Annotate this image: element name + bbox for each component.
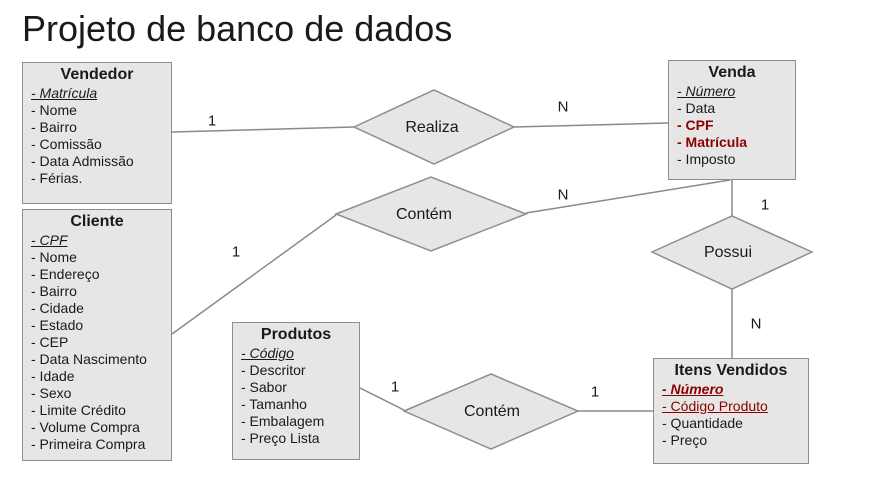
cardinality-possui-itens: N [750,315,762,333]
cardinality-realiza-vendedor: 1 [207,112,217,130]
entity-vendedor-title: Vendedor [60,66,134,83]
entity-produtos: Produtos - Código - Descritor - Sabor - … [232,322,360,460]
relationship-realiza-label: Realiza [405,119,459,136]
entity-cliente-attribute: - CPF [31,232,68,248]
link-produtos-contem [359,387,405,411]
relationship-contem-produtos-label: Contém [463,403,521,420]
entity-produtos-attribute: - Preço Lista [241,430,320,446]
entity-cliente-attribute: - CEP [31,334,69,350]
cardinality-contem-venda: N [557,186,569,204]
entity-produtos-attribute: - Embalagem [241,413,325,429]
entity-cliente-attribute: - Volume Compra [31,419,140,435]
relationship-possui-diamond [650,215,814,290]
page-title: Projeto de banco de dados [22,8,453,49]
entity-itens-vendidos-attribute: - Quantidade [662,415,743,431]
entity-itens-vendidos: Itens Vendidos - Número - Código Produto… [653,358,809,464]
entity-cliente-attribute: - Primeira Compra [31,436,146,452]
link-contem-venda [525,179,731,214]
entity-cliente: Cliente - CPF - Nome - Endereço - Bairro… [22,209,172,461]
link-vendedor-realiza [171,126,355,133]
entity-itens-vendidos-attribute: - Preço [662,432,708,448]
relationship-contem-produtos-diamond [402,373,580,450]
entity-cliente-attribute: - Limite Crédito [31,402,126,418]
link-realiza-venda [513,122,669,128]
entity-cliente-title: Cliente [70,213,124,230]
entity-cliente-attribute: - Data Nascimento [31,351,147,367]
cardinality-realiza-venda: N [557,98,569,116]
entity-venda-attribute: - Número [677,83,736,99]
entity-vendedor-attribute: - Férias. [31,170,83,186]
entity-vendedor-attribute: - Nome [31,102,77,118]
entity-vendedor-attribute: - Data Admissão [31,153,134,169]
entity-vendedor-attribute: - Comissão [31,136,102,152]
entity-itens-vendidos-attribute: - Código Produto [662,398,768,414]
link-cliente-contem [171,214,337,335]
entity-cliente-attribute: - Sexo [31,385,72,401]
relationship-contem-cliente-diamond [333,176,529,252]
entity-venda: Venda - Número - Data - CPF - Matrícula … [668,60,796,180]
entity-cliente-attribute: - Idade [31,368,75,384]
entity-cliente-attribute: - Endereço [31,266,100,282]
relationship-realiza-diamond [352,89,516,165]
relationship-contem-cliente-label: Contém [395,206,453,223]
cardinality-contem-cliente: 1 [231,243,241,261]
entity-venda-attribute: - Matrícula [677,134,748,150]
entity-venda-title: Venda [708,64,756,81]
entity-cliente-attribute: - Nome [31,249,77,265]
cardinality-contem-produtos: 1 [390,378,400,396]
entity-vendedor-attribute: - Matrícula [31,85,98,101]
entity-produtos-attribute: - Código [241,345,294,361]
entity-itens-vendidos-attribute: - Número [662,381,724,397]
entity-venda-attribute: - Data [677,100,716,116]
entity-cliente-attribute: - Bairro [31,283,77,299]
cardinality-possui-venda: 1 [760,196,770,214]
cardinality-contem-itens: 1 [590,383,600,401]
entity-itens-vendidos-title: Itens Vendidos [674,362,788,379]
relationship-possui-label: Possui [703,244,753,261]
entity-cliente-attribute: - Cidade [31,300,84,316]
entity-venda-attribute: - Imposto [677,151,736,167]
entity-produtos-title: Produtos [260,326,332,343]
entity-produtos-attribute: - Sabor [241,379,287,395]
entity-vendedor-attribute: - Bairro [31,119,77,135]
entity-venda-attribute: - CPF [677,117,714,133]
entity-vendedor: Vendedor - Matrícula - Nome - Bairro - C… [22,62,172,204]
entity-produtos-attribute: - Descritor [241,362,306,378]
entity-produtos-attribute: - Tamanho [241,396,307,412]
entity-cliente-attribute: - Estado [31,317,84,333]
